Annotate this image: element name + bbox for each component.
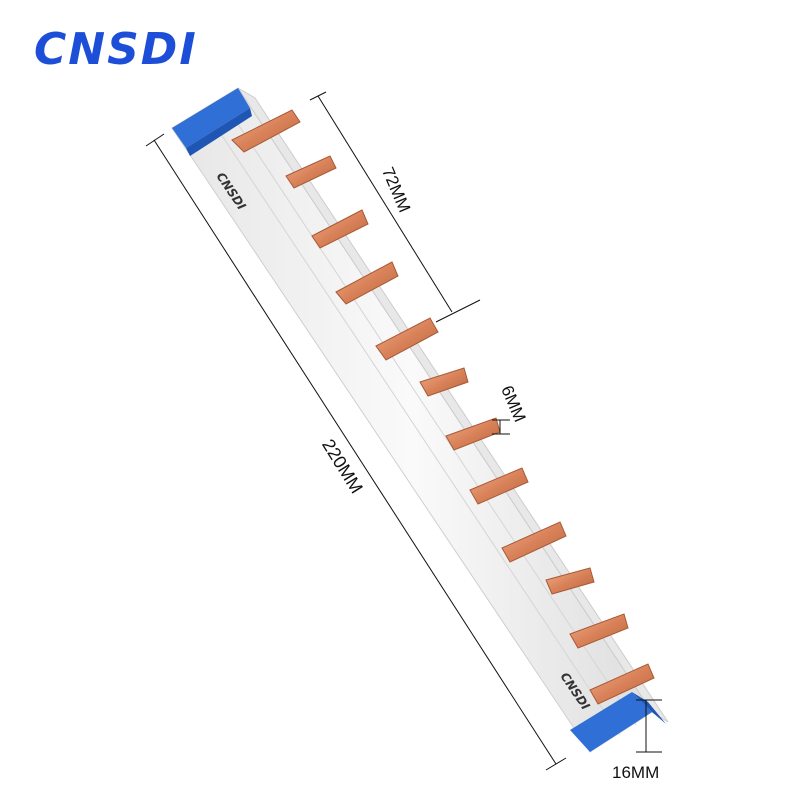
copper-pin xyxy=(419,367,469,397)
copper-pin xyxy=(501,521,567,563)
pitch-dimension-tick xyxy=(435,299,481,323)
copper-pins xyxy=(231,109,655,705)
height-dimension-label: 16MM xyxy=(612,763,660,782)
pitch-dimension-tick xyxy=(309,91,327,101)
copper-pin xyxy=(231,109,301,153)
copper-pin xyxy=(469,467,529,505)
busbar-body xyxy=(171,87,669,753)
end-cap-top xyxy=(172,88,252,156)
copper-pin xyxy=(311,209,369,249)
brand-logo: CNSDI xyxy=(34,24,198,75)
copper-pin xyxy=(375,317,439,361)
copper-pin xyxy=(545,567,595,595)
dimension-lines xyxy=(145,91,662,771)
copper-pin xyxy=(589,663,655,705)
copper-pin xyxy=(285,155,337,189)
length-dimension-tick xyxy=(545,757,567,771)
copper-pin xyxy=(335,261,399,305)
pitch-dimension-line xyxy=(317,95,453,313)
length-dimension-tick xyxy=(145,133,165,147)
copper-pin xyxy=(569,613,629,649)
length-dimension-line xyxy=(153,139,557,765)
